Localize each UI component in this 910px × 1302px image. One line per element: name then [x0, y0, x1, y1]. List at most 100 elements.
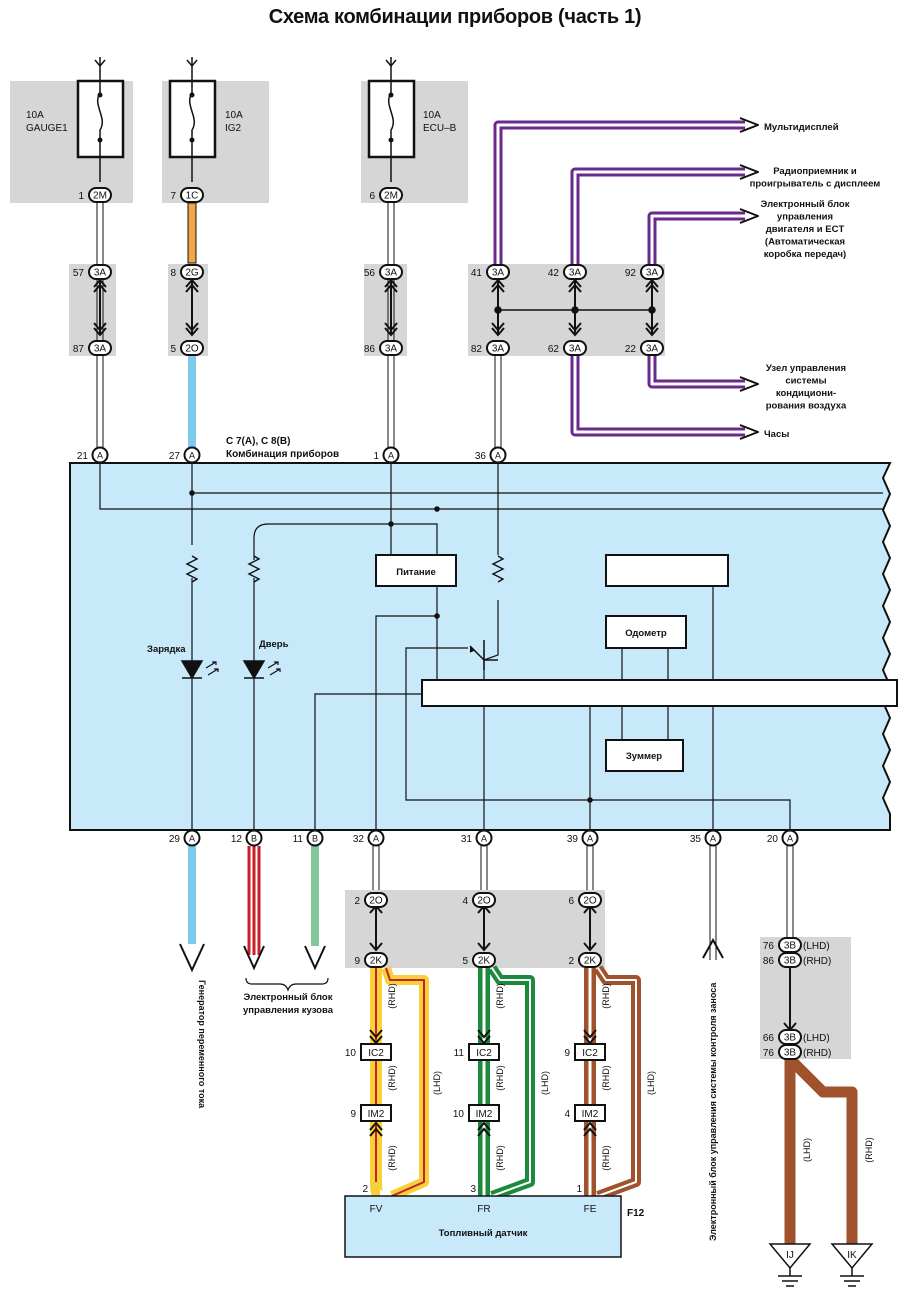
body-ecu-label: Электронный блок: [244, 992, 333, 1003]
cluster-pin: A29: [169, 829, 201, 847]
pin-number: 86: [364, 344, 376, 355]
destination-label: управления: [777, 212, 833, 223]
right-junction-note: (RHD): [803, 956, 831, 967]
buzzer-label: Зуммер: [626, 751, 662, 762]
connector-code: 2M: [93, 191, 107, 202]
alternator-label: Генератор переменного тока: [197, 980, 207, 1109]
rhd-label: (RHD): [387, 1065, 397, 1091]
pin-number: 9: [354, 956, 360, 967]
pin-number: 22: [625, 344, 637, 355]
cluster-pin: A27: [169, 446, 201, 464]
connector-code: 2K: [584, 956, 597, 967]
odometer-block: [605, 615, 687, 649]
pin-number: 8: [170, 268, 176, 279]
connector-code: 3A: [385, 268, 398, 279]
pin-number: 35: [690, 834, 702, 845]
fuse-name: GAUGE1: [26, 123, 68, 134]
fuse-rating: 10A: [423, 110, 441, 121]
purple-wires: [493, 117, 759, 440]
fuel-wires-fe: [584, 965, 641, 1201]
destination-label: рования воздуха: [766, 401, 847, 412]
bottom-wires: [179, 846, 794, 992]
fuel-sensor-label: Топливный датчик: [439, 1228, 528, 1239]
pin-number: 6: [369, 191, 375, 202]
fuse-ecu-b: [367, 57, 416, 182]
connector-code: 2M: [384, 191, 398, 202]
ground-label: IK: [847, 1250, 857, 1261]
right-junction-connector: 3B 86: [763, 952, 802, 968]
cluster-pin: A39: [567, 829, 599, 847]
led-charge-icon: [180, 660, 219, 680]
pin-number: 92: [625, 268, 637, 279]
ground-note: (LHD): [802, 1138, 812, 1162]
pin-connector: A: [373, 834, 379, 844]
sensor-terminal: FE: [584, 1204, 597, 1215]
sensor-terminal: FV: [370, 1204, 383, 1215]
connector-code: 3A: [646, 268, 659, 279]
fuse-rating: 10A: [26, 110, 44, 121]
pin-number: 9: [350, 1109, 356, 1120]
connector-code: 3B: [784, 956, 797, 967]
connector-code: 1C: [186, 191, 199, 202]
cluster-pin: B11: [293, 829, 324, 847]
pin-connector: A: [388, 451, 394, 461]
pin-connector: A: [189, 451, 195, 461]
connector-code: 3A: [569, 344, 582, 355]
pin-number: 41: [471, 268, 483, 279]
fuse-connector: 2M1: [78, 187, 112, 203]
pin-number: 86: [763, 956, 775, 967]
pin-connector: A: [787, 834, 793, 844]
cluster-name: Комбинация приборов: [226, 448, 339, 460]
lhd-label: (LHD): [646, 1071, 656, 1095]
right-junction-note: (LHD): [803, 941, 830, 952]
rhd-label: (RHD): [387, 983, 397, 1009]
fuse-connector: 2M 6: [369, 187, 403, 203]
instrument-cluster-body: [69, 462, 892, 831]
led-door-icon: [242, 660, 281, 680]
pin-number: 32: [353, 834, 365, 845]
cluster-pin: A 20: [767, 829, 799, 847]
connector-code: 2O: [369, 896, 383, 907]
rhd-label: (RHD): [601, 983, 611, 1009]
pin-number: 87: [73, 344, 85, 355]
pin-number: 39: [567, 834, 579, 845]
pin-number: 4: [462, 896, 468, 907]
connector-code: 3A: [569, 268, 582, 279]
sensor-pin: 2: [362, 1184, 368, 1195]
connector-code: 2K: [478, 956, 491, 967]
sensor-pin: 3: [470, 1184, 476, 1195]
connector-code: 2O: [477, 896, 491, 907]
right-junction-note: (RHD): [803, 1048, 831, 1059]
junction-connector-top: 2G8: [170, 264, 204, 280]
led-charge-label: Зарядка: [147, 644, 186, 655]
cluster-pin: A35: [690, 829, 722, 847]
cluster-pin: A1: [373, 446, 400, 464]
cluster-dots: [189, 490, 593, 803]
fuel-junction-top: 2O2: [354, 892, 388, 908]
fuse-connector: 1C 7: [170, 187, 204, 203]
pin-number: 20: [767, 834, 779, 845]
pin-number: 31: [461, 834, 473, 845]
fuel-junction-bottom: 2K2: [568, 952, 602, 968]
white-wires: [96, 203, 502, 455]
fuse-rating: 10A: [225, 110, 243, 121]
cluster-pin: A 32: [353, 829, 385, 847]
fuel-junction-bottom: 2K5: [462, 952, 496, 968]
pin-number: 10: [345, 1048, 357, 1059]
fuse-ig2: [168, 57, 217, 182]
pin-number: 7: [170, 191, 176, 202]
lhd-label: (LHD): [432, 1071, 442, 1095]
connector-code: 3B: [784, 941, 797, 952]
connector-code: 3B: [784, 1033, 797, 1044]
pin-number: 10: [453, 1109, 465, 1120]
pin-number: 6: [568, 896, 574, 907]
